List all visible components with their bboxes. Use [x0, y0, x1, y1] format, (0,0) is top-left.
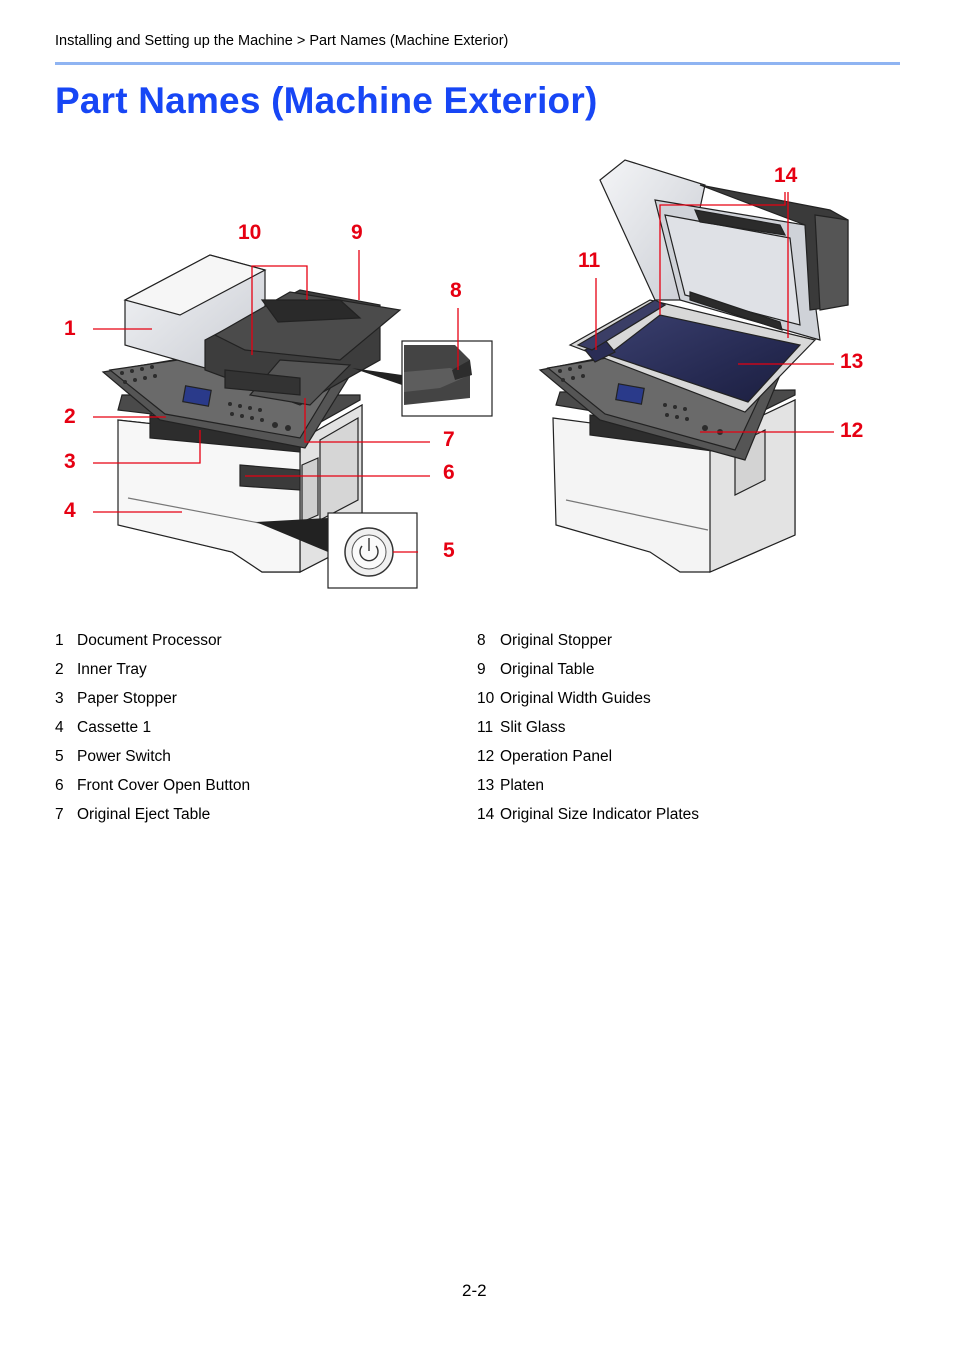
callout-2: 2 — [64, 405, 76, 428]
callout-3: 3 — [64, 450, 76, 473]
legend-label: Original Width Guides — [500, 690, 651, 707]
legend-item: 9 Original Table — [477, 655, 699, 684]
legend-label: Operation Panel — [500, 748, 613, 765]
legend-number: 10 — [477, 690, 495, 707]
callout-5: 5 — [443, 539, 455, 562]
legend-number: 13 — [477, 777, 495, 794]
legend-label: Cassette 1 — [77, 719, 152, 736]
legend-item: 6 Front Cover Open Button — [55, 771, 250, 800]
callout-4: 4 — [64, 499, 76, 522]
legend-item: 4 Cassette 1 — [55, 713, 250, 742]
legend-item: 12 Operation Panel — [477, 742, 699, 771]
legend-number: 4 — [55, 719, 64, 736]
legend-label: Document Processor — [77, 632, 222, 649]
legend-item: 14 Original Size Indicator Plates — [477, 800, 699, 829]
legend-label: Paper Stopper — [77, 690, 177, 707]
callout-9: 9 — [351, 221, 363, 244]
legend-label: Platen — [500, 777, 544, 794]
legend-label: Slit Glass — [500, 719, 566, 736]
callout-13: 13 — [840, 350, 864, 373]
callout-10: 10 — [238, 221, 262, 244]
legend-number: 8 — [477, 632, 486, 649]
callout-6: 6 — [443, 461, 455, 484]
callout-leaders — [93, 192, 834, 553]
legend-number: 11 — [477, 719, 494, 736]
legend-label: Front Cover Open Button — [77, 777, 251, 794]
callout-14: 14 — [774, 164, 798, 187]
legend-item: 11 Slit Glass — [477, 713, 699, 742]
legend-number: 1 — [55, 632, 64, 649]
legend-item: 1 Document Processor — [55, 626, 250, 655]
legend-label: Power Switch — [77, 748, 171, 765]
legend-number: 3 — [55, 690, 64, 707]
legend-label: Original Stopper — [500, 632, 613, 649]
page-title: Part Names (Machine Exterior) — [55, 80, 598, 121]
parts-legend-left: 1 Document Processor 2 Inner Tray 3 Paper S… — [55, 626, 250, 829]
callout-1: 1 — [64, 317, 76, 340]
left-machine — [101, 254, 402, 573]
legend-label: Original Size Indicator Plates — [500, 806, 700, 823]
legend-number: 12 — [477, 748, 495, 765]
legend-item: 7 Original Eject Table — [55, 800, 250, 829]
legend-label: Inner Tray — [77, 661, 147, 678]
legend-number: 7 — [55, 806, 64, 823]
callout-8: 8 — [450, 279, 462, 302]
legend-number: 14 — [477, 806, 495, 823]
header-rule — [55, 62, 900, 65]
power-switch-inset — [256, 512, 418, 589]
right-machine — [538, 159, 849, 573]
legend-number: 9 — [477, 661, 486, 678]
legend-number: 6 — [55, 777, 64, 794]
legend-item: 10 Original Width Guides — [477, 684, 699, 713]
legend-item: 5 Power Switch — [55, 742, 250, 771]
legend-item: 2 Inner Tray — [55, 655, 250, 684]
legend-item: 13 Platen — [477, 771, 699, 800]
machine-exterior-figure: 1 2 3 4 5 6 7 8 9 10 11 12 13 14 — [0, 0, 954, 620]
legend-item: 3 Paper Stopper — [55, 684, 250, 713]
legend-number: 2 — [55, 661, 64, 678]
callout-12: 12 — [840, 419, 864, 442]
original-stopper-inset — [352, 340, 493, 417]
machine-illustration — [93, 159, 849, 589]
legend-label: Original Eject Table — [77, 806, 211, 823]
legend-label: Original Table — [500, 661, 595, 678]
breadcrumb: Installing and Setting up the Machine > … — [55, 33, 509, 49]
callout-11: 11 — [578, 249, 601, 272]
legend-number: 5 — [55, 748, 64, 765]
callout-7: 7 — [443, 428, 455, 451]
legend-item: 8 Original Stopper — [477, 626, 699, 655]
page-number: 2-2 — [462, 1281, 487, 1300]
